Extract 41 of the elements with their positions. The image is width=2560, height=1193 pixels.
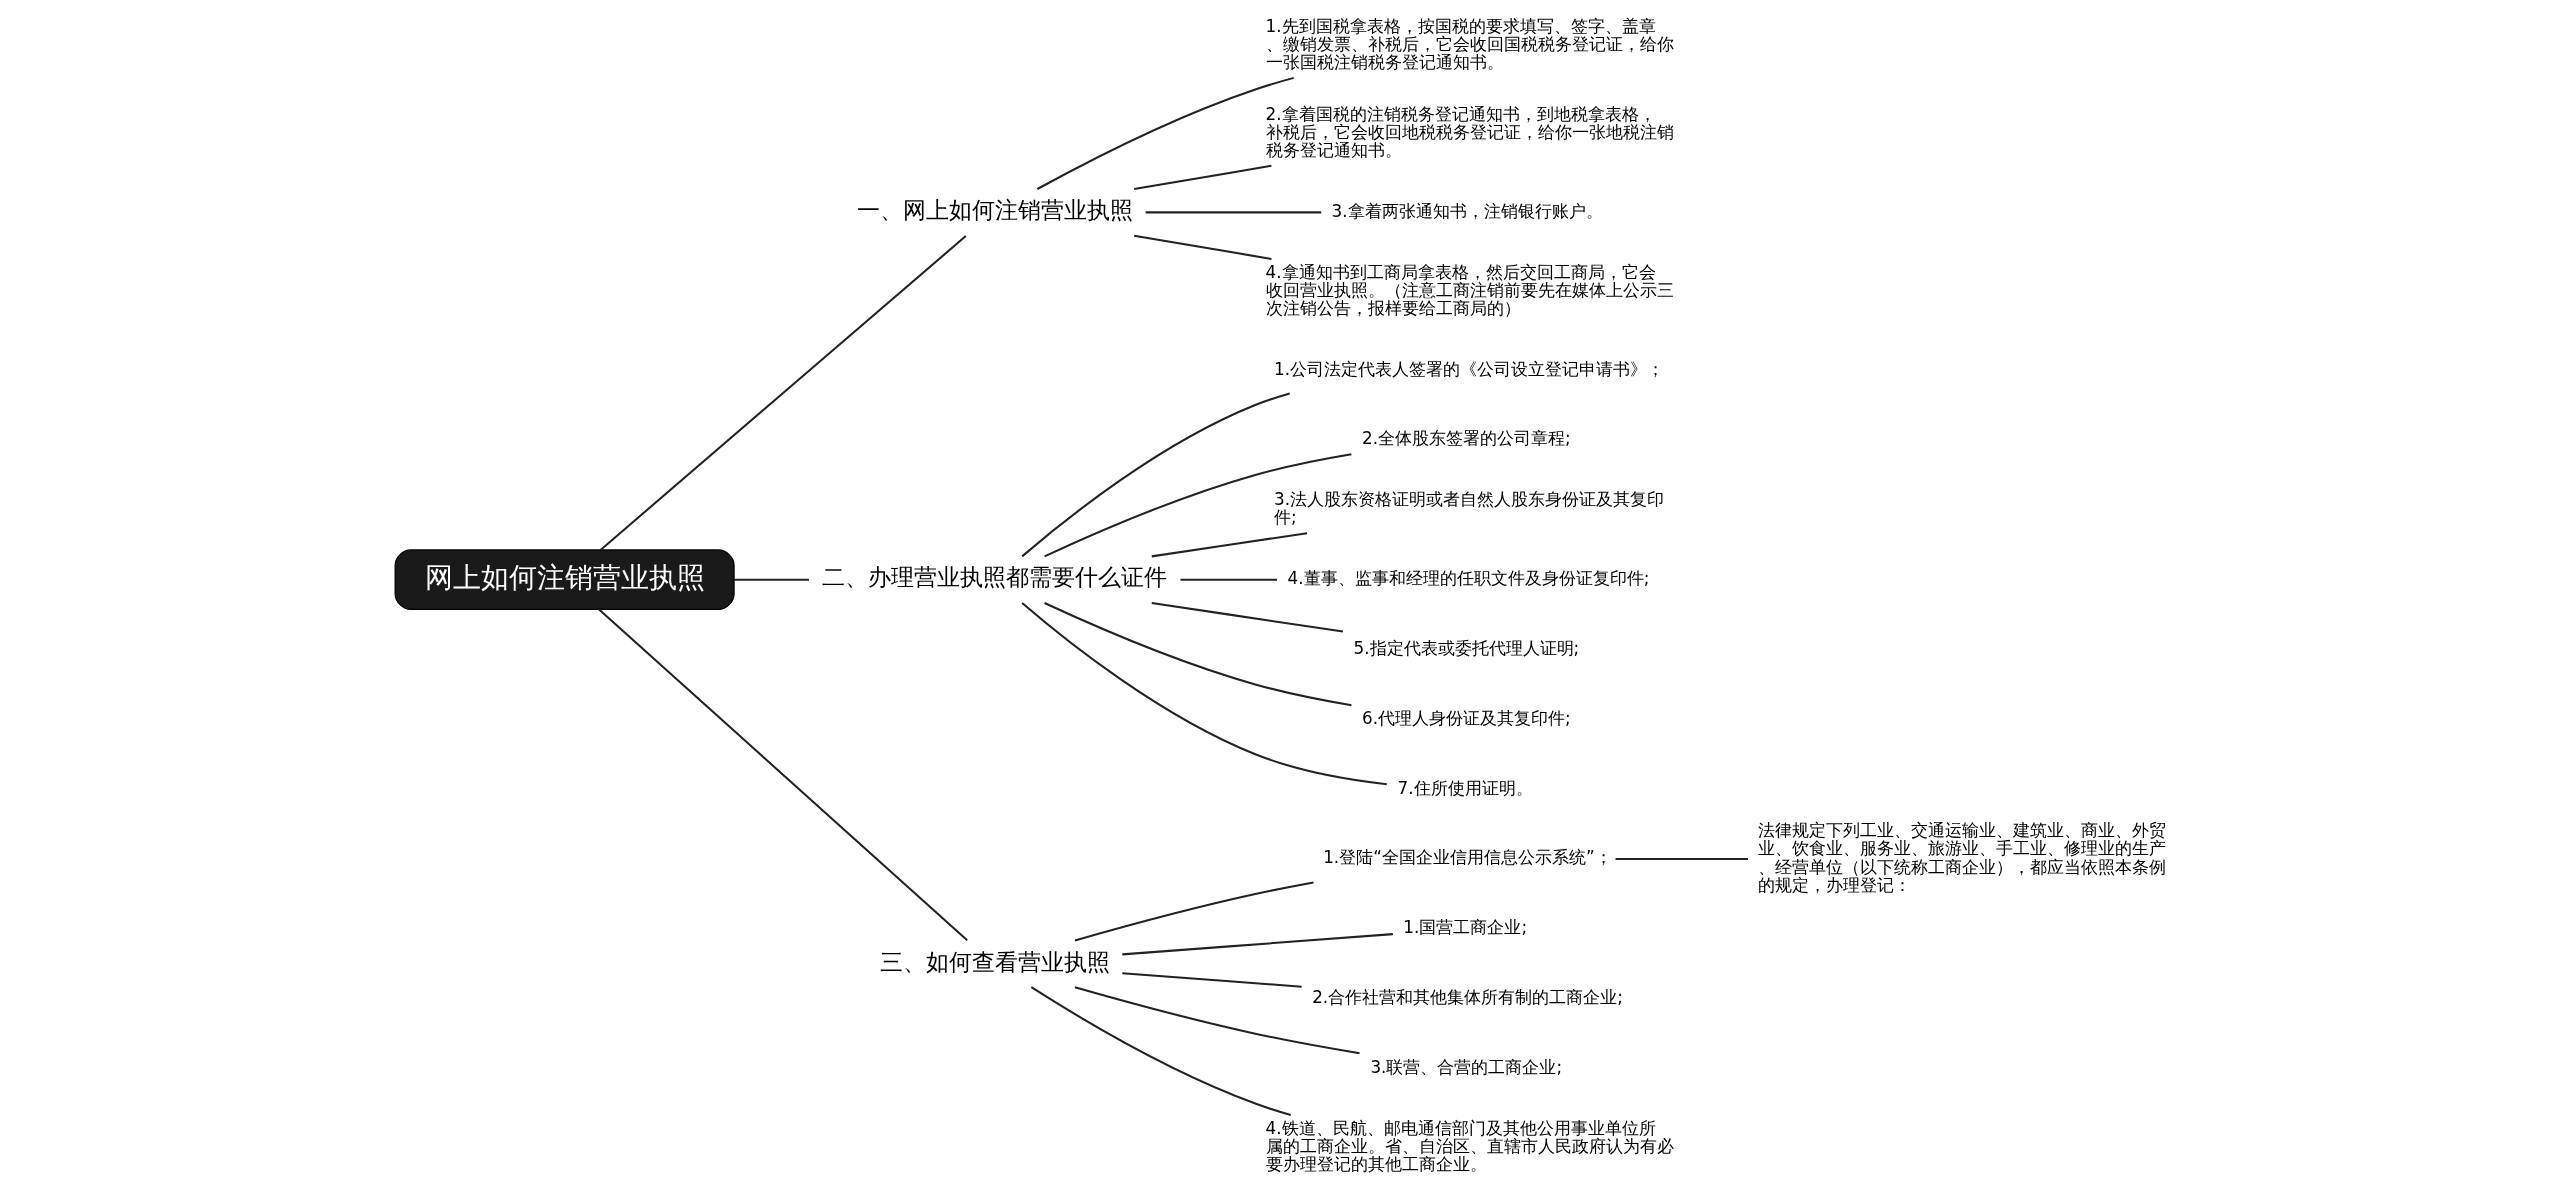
node-text: 5.指定代表或委托代理人证明; xyxy=(1353,637,1579,658)
connector xyxy=(1074,986,1360,1055)
connector xyxy=(1121,933,1393,956)
node-text: 2.拿着国税的注销税务登记通知书，到地税拿表格，补税后，它会收回地税税务登记证，给你一张地税注销税务登记通知书。 xyxy=(1265,103,1674,160)
node-text: 三、如何查看营业执照 xyxy=(879,947,1110,975)
connector xyxy=(1020,392,1290,558)
connector xyxy=(1151,532,1307,558)
connector xyxy=(1151,601,1343,633)
connector xyxy=(1043,453,1352,558)
node-text: 6.代理人身份证及其复印件; xyxy=(1361,707,1571,728)
node-text: 1.登陆“全国企业信用信息公示系统”； xyxy=(1322,847,1612,868)
node-text: 2.合作社营和其他集体所有制的工商企业; xyxy=(1311,987,1623,1008)
connector xyxy=(1133,164,1272,191)
connector xyxy=(1074,881,1314,942)
connector xyxy=(1180,578,1277,581)
connector xyxy=(733,578,809,581)
connector xyxy=(1030,986,1291,1117)
connector xyxy=(1043,602,1352,707)
node-text: 3.拿着两张通知书，注销银行账户。 xyxy=(1331,200,1603,221)
connector xyxy=(597,608,968,942)
connector xyxy=(1036,76,1294,190)
connector xyxy=(599,235,966,551)
node-text: 法律规定下列工业、交通运输业、建筑业、商业、外贸业、饮食业、服务业、旅游业、手工业、修理业的生产、经营单位（以下统称工商企业），都应当依照本条例的规定，办理登记： xyxy=(1757,820,2166,895)
node-text: 1.先到国税拿表格，按国税的要求填写、签字、盖章、缴销发票、补税后，它会收回国税税务登记证，给你一张国税注销税务登记通知书。 xyxy=(1265,15,1674,73)
node-text: 1.公司法定代表人签署的《公司设立登记申请书》； xyxy=(1273,358,1664,379)
node-text: 7.住所使用证明。 xyxy=(1397,777,1533,798)
node-text: 4.拿通知书到工商局拿表格，然后交回工商局，它会收回营业执照。（注意工商注销前要先在媒体上公示三次注销公告，报样要给工商局的） xyxy=(1265,261,1674,318)
node-text: 3.联营、合营的工商企业; xyxy=(1369,1056,1562,1077)
node-text: 一、网上如何注销营业执照 xyxy=(856,196,1133,224)
node-text: 2.全体股东签署的公司章程; xyxy=(1361,428,1571,449)
node-text: 4.董事、监事和经理的任职文件及身份证复印件; xyxy=(1287,568,1649,589)
node-text: 二、办理营业执照都需要什么证件 xyxy=(821,563,1167,591)
connector xyxy=(1615,858,1748,861)
connector xyxy=(1121,972,1302,988)
node-text: 3.法人股东资格证明或者自然人股东身份证及其复印件; xyxy=(1273,489,1664,528)
connector xyxy=(1145,211,1321,214)
node-box: 网上如何注销营业执照 xyxy=(394,549,735,611)
node-text: 1.国营工商企业; xyxy=(1402,917,1527,938)
connector xyxy=(1133,234,1272,260)
connector xyxy=(1020,602,1387,786)
node-text: 4.铁道、民航、邮电通信部门及其他公用事业单位所属的工商企业。省、自治区、直辖市人民政府认为有必要办理登记的其他工商企业。 xyxy=(1265,1117,1674,1174)
